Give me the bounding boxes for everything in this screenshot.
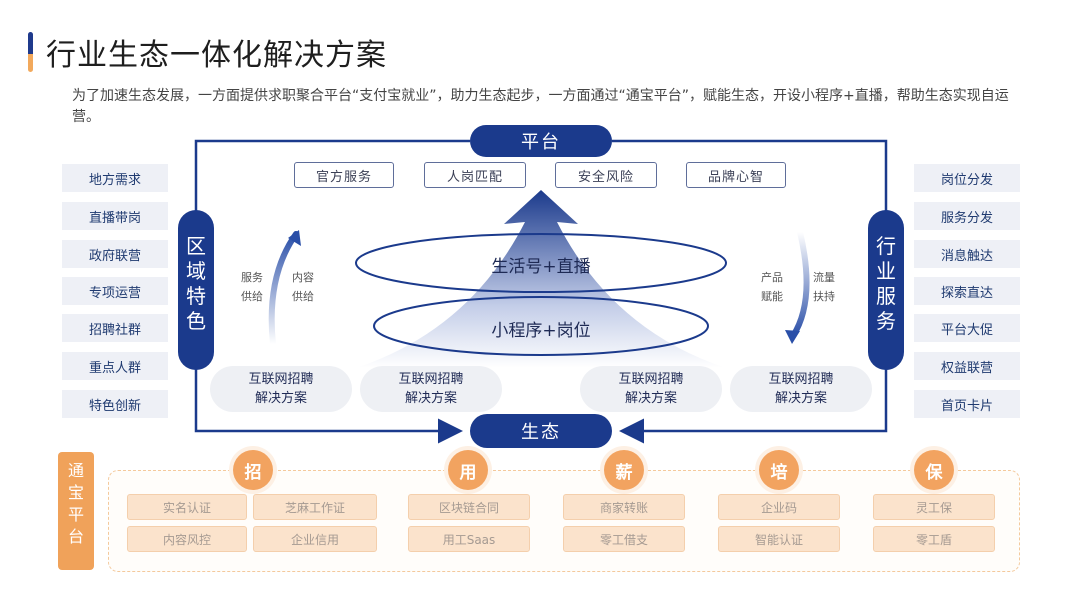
frame-top-right <box>612 139 888 212</box>
tongbao-chip: 企业码 <box>718 494 840 520</box>
industry-char: 务 <box>876 309 896 333</box>
right-item: 探索直达 <box>914 277 1020 305</box>
frame-top-left <box>194 139 470 212</box>
tongbao-platform-label: 通 宝 平 台 <box>58 452 94 570</box>
right-item: 首页卡片 <box>914 390 1020 418</box>
tongbao-chip: 企业信用 <box>253 526 377 552</box>
insure-circle: 保 <box>914 450 954 490</box>
platform-pill: 平台 <box>470 125 612 157</box>
left-curve-arrowhead <box>288 230 301 246</box>
title-accent-bar <box>28 32 33 72</box>
tongbao-chip: 区块链合同 <box>408 494 530 520</box>
right-item: 权益联营 <box>914 352 1020 380</box>
ecology-pill: 生态 <box>470 414 612 448</box>
recruit-circle: 招 <box>233 450 273 490</box>
solution-item: 互联网招聘解决方案 <box>730 366 872 412</box>
tongbao-chip: 用工Saas <box>408 526 530 552</box>
tongbao-chip: 零工盾 <box>873 526 995 552</box>
page-title: 行业生态一体化解决方案 <box>46 38 387 73</box>
ellipse-top-label: 生活号+直播 <box>491 257 591 277</box>
frame-bottom-left <box>194 368 463 444</box>
tongbao-dashed-region <box>108 470 1020 572</box>
right-curve-arrowhead <box>785 330 800 344</box>
left-item: 招聘社群 <box>62 314 168 342</box>
tongbao-chip: 零工借支 <box>563 526 685 552</box>
right-item: 消息触达 <box>914 240 1020 268</box>
tongbao-chip: 实名认证 <box>127 494 247 520</box>
traffic-support-label: 流量 扶持 <box>813 271 835 303</box>
ellipse-bottom-label: 小程序+岗位 <box>491 321 591 341</box>
industry-service-pill: 行 业 服 务 <box>868 210 904 370</box>
product-enable-label: 产品 赋能 <box>761 271 783 303</box>
industry-char: 服 <box>876 284 896 308</box>
right-item: 岗位分发 <box>914 164 1020 192</box>
left-item: 地方需求 <box>62 164 168 192</box>
solution-item: 互联网招聘解决方案 <box>580 366 722 412</box>
industry-char: 业 <box>876 259 896 283</box>
solution-item: 互联网招聘解决方案 <box>360 366 502 412</box>
region-char: 区 <box>186 234 206 258</box>
growth-arrow <box>356 190 726 368</box>
platform-box: 人岗匹配 <box>424 162 526 188</box>
region-feature-pill: 区 域 特 色 <box>178 210 214 370</box>
tongbao-chip: 灵工保 <box>873 494 995 520</box>
employ-circle: 用 <box>448 450 488 490</box>
tongbao-chip: 内容风控 <box>127 526 247 552</box>
right-item: 平台大促 <box>914 314 1020 342</box>
content-supply-label: 内容 供给 <box>292 271 314 303</box>
region-char: 特 <box>186 284 206 308</box>
left-item: 专项运营 <box>62 277 168 305</box>
train-circle: 培 <box>759 450 799 490</box>
ellipse-bottom <box>373 296 709 356</box>
platform-box: 品牌心智 <box>686 162 786 188</box>
platform-box: 官方服务 <box>294 162 394 188</box>
industry-char: 行 <box>876 234 896 258</box>
left-curve-arrow <box>268 231 299 347</box>
solution-item: 互联网招聘解决方案 <box>210 366 352 412</box>
right-curve-arrow <box>790 229 810 339</box>
platform-box: 安全风险 <box>555 162 657 188</box>
tongbao-chip: 智能认证 <box>718 526 840 552</box>
service-supply-label: 服务 供给 <box>241 271 263 303</box>
left-item: 特色创新 <box>62 390 168 418</box>
left-item: 直播带岗 <box>62 202 168 230</box>
salary-circle: 薪 <box>604 450 644 490</box>
frame-bottom-right <box>619 368 888 444</box>
tongbao-chip: 芝麻工作证 <box>253 494 377 520</box>
left-item: 政府联营 <box>62 240 168 268</box>
ellipse-top <box>355 233 727 293</box>
region-char: 域 <box>186 259 206 283</box>
tongbao-chip: 商家转账 <box>563 494 685 520</box>
right-item: 服务分发 <box>914 202 1020 230</box>
page-subtitle: 为了加速生态发展，一方面提供求职聚合平台“支付宝就业”，助力生态起步，一方面通过… <box>72 88 1009 125</box>
region-char: 色 <box>186 309 206 333</box>
left-item: 重点人群 <box>62 352 168 380</box>
